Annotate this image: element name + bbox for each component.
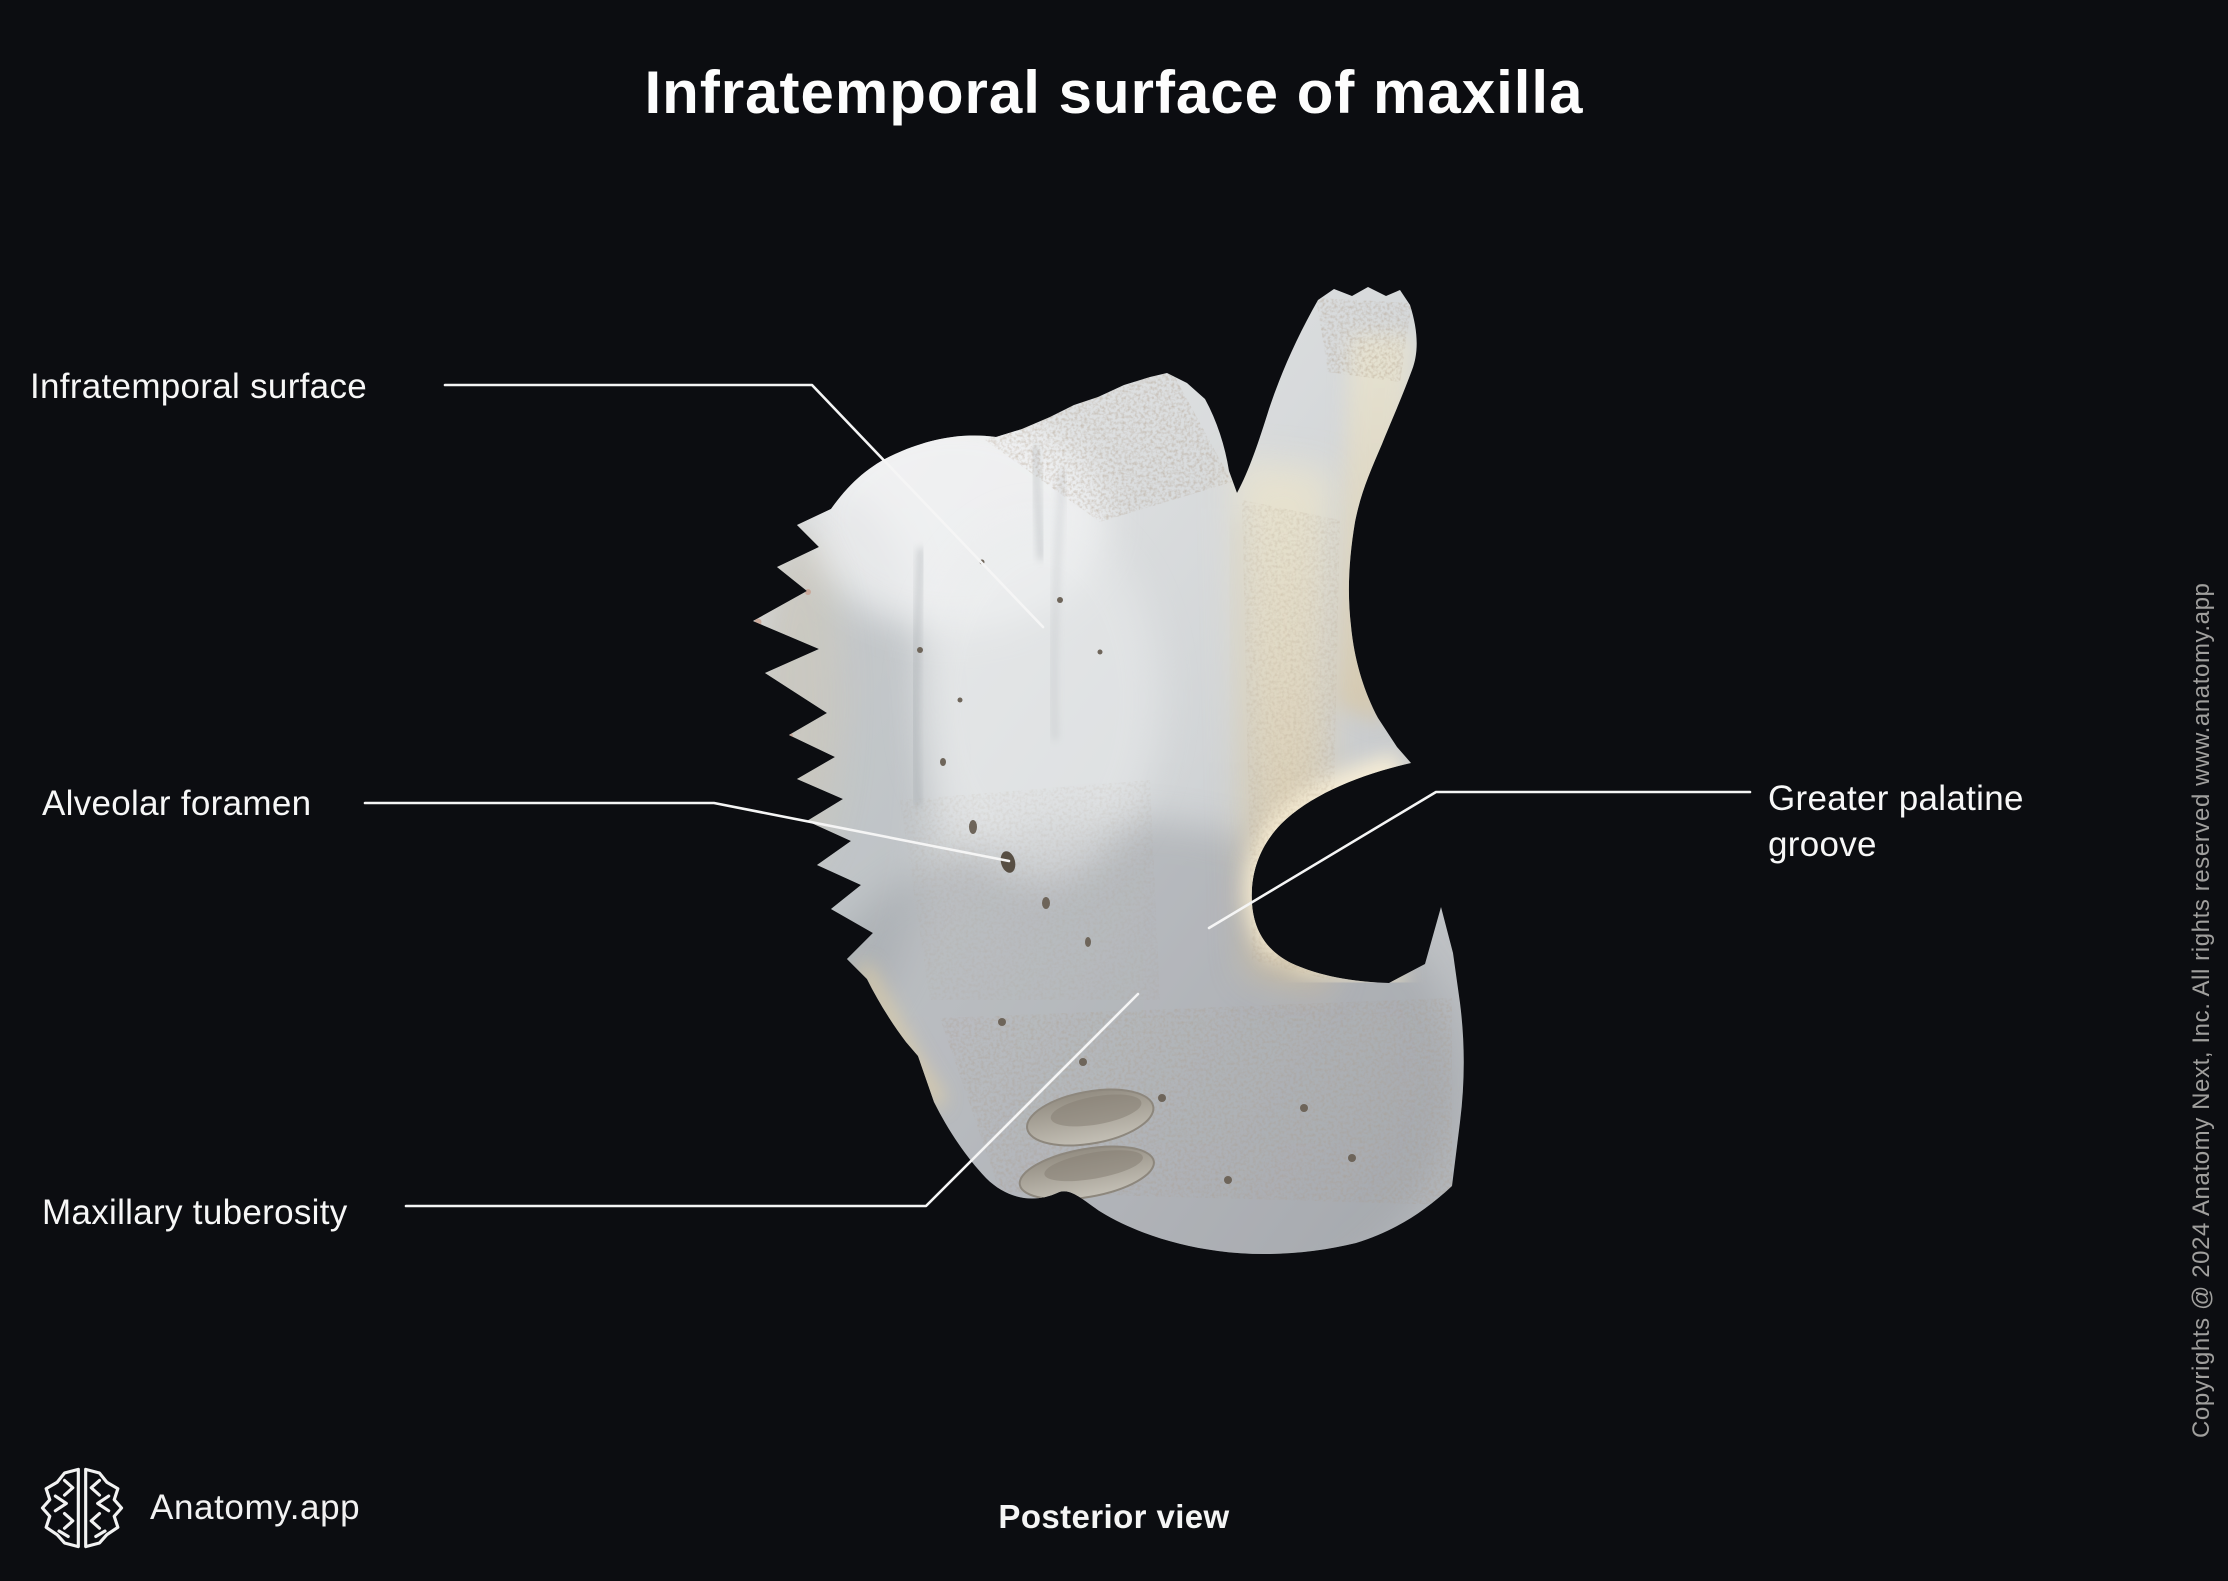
- label-greater-palatine-groove: Greater palatine groove: [1768, 779, 2024, 864]
- leader-line-maxillary-tuberosity: [404, 992, 1140, 1208]
- page-title: Infratemporal surface of maxilla: [644, 59, 1584, 126]
- copyright-watermark: Copyrights @ 2024 Anatomy Next, Inc. All…: [2188, 582, 2215, 1439]
- label-alveolar-foramen: Alveolar foramen: [42, 784, 312, 823]
- brand-wordmark: Anatomy.app: [150, 1488, 361, 1527]
- brain-icon: [40, 1467, 124, 1549]
- brand-logo: Anatomy.app: [36, 1462, 360, 1554]
- leader-line-alveolar-foramen: [363, 801, 1011, 863]
- label-infratemporal-surface: Infratemporal surface: [30, 367, 368, 406]
- label-maxillary-tuberosity: Maxillary tuberosity: [42, 1193, 348, 1232]
- leader-line-greater-palatine-groove: [1207, 790, 1752, 930]
- leader-line-infratemporal-surface: [443, 383, 1045, 629]
- view-caption: Posterior view: [998, 1498, 1230, 1535]
- maxilla-3d-model: [363, 287, 1752, 1255]
